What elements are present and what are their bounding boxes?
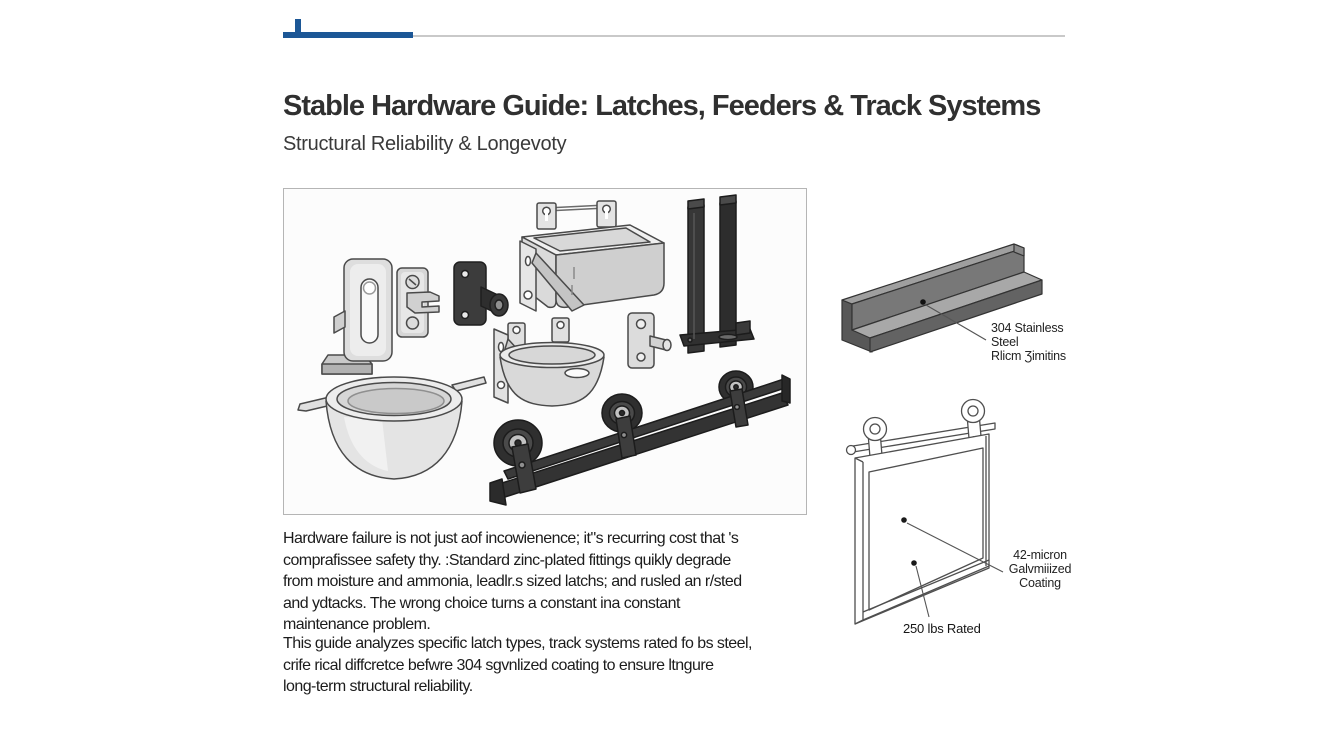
l-bracket-latch-illustration xyxy=(321,258,393,375)
steel-rail-figure xyxy=(836,236,1060,370)
wall-mount-feeder-box-illustration xyxy=(519,200,665,312)
corner-feeder-illustration xyxy=(493,317,605,407)
coating-callout-line xyxy=(906,522,1004,573)
dark-roller-latch-illustration xyxy=(453,261,509,326)
guide-paragraph: This guide analyzes specific latch types… xyxy=(283,633,752,698)
rail-callout-dot xyxy=(920,299,926,305)
small-latch-plate-illustration xyxy=(627,312,672,369)
rail-material-line: Steel xyxy=(991,335,1019,349)
sliding-door-figure xyxy=(843,396,1009,670)
header-accent-bar xyxy=(283,32,413,38)
coating-label: 42-micron Galvmiiized Coating xyxy=(1002,548,1078,590)
steel-rail-illustration xyxy=(841,243,1043,353)
paragraph-line: and ydtacks. The wrong choice turns a co… xyxy=(283,594,680,612)
paragraph-line: long-term structural reliability. xyxy=(283,678,473,695)
sliding-door-illustration xyxy=(845,398,1004,625)
page-title: Stable Hardware Guide: Latches, Feeders … xyxy=(283,90,1041,122)
roller-track-assembly-illustration xyxy=(489,370,791,506)
header-rule xyxy=(413,35,1065,37)
slide-bolt-latch-illustration xyxy=(396,267,440,338)
coating-callout-dot xyxy=(901,517,907,523)
coating-label-line: Galvmiiized xyxy=(1008,562,1072,576)
header-accent-tick xyxy=(295,19,301,33)
paragraph-line: crife rical diffcretce befwre 304 sgvnli… xyxy=(283,656,714,674)
vertical-track-bracket-illustration xyxy=(679,194,755,354)
rating-callout-dot xyxy=(911,560,917,566)
coating-label-line: Coating xyxy=(1019,576,1061,590)
paragraph-line: This guide analyzes specific latch types… xyxy=(283,635,752,652)
rail-material-line: Rlicm Ʒimitins xyxy=(991,349,1066,363)
rail-callout-line xyxy=(925,304,987,341)
load-rating-label: 250 lbs Rated xyxy=(903,621,981,636)
paragraph-line: from moisture and ammonia, leadlr.s size… xyxy=(283,573,742,590)
feed-bowl-illustration xyxy=(297,376,487,480)
rail-material-line: 304 Stainless xyxy=(991,321,1064,335)
rating-callout-line xyxy=(915,565,930,618)
paragraph-line: comprafissee safety thy. :Standard zinc-… xyxy=(283,551,731,569)
coating-label-line: 42-micron xyxy=(1013,548,1067,562)
paragraph-line: Hardware failure is not just aof incowie… xyxy=(283,530,739,547)
hardware-collage-illustration xyxy=(297,194,791,506)
page-subtitle: Structural Reliability & Longevoty xyxy=(283,133,567,155)
paragraph-line: maintenance problem. xyxy=(283,616,431,633)
hardware-collage-figure xyxy=(283,188,807,515)
rail-material-label: 304 Stainless Steel Rlicm Ʒimitins xyxy=(991,321,1066,363)
intro-paragraph: Hardware failure is not just aof incowie… xyxy=(283,528,742,636)
